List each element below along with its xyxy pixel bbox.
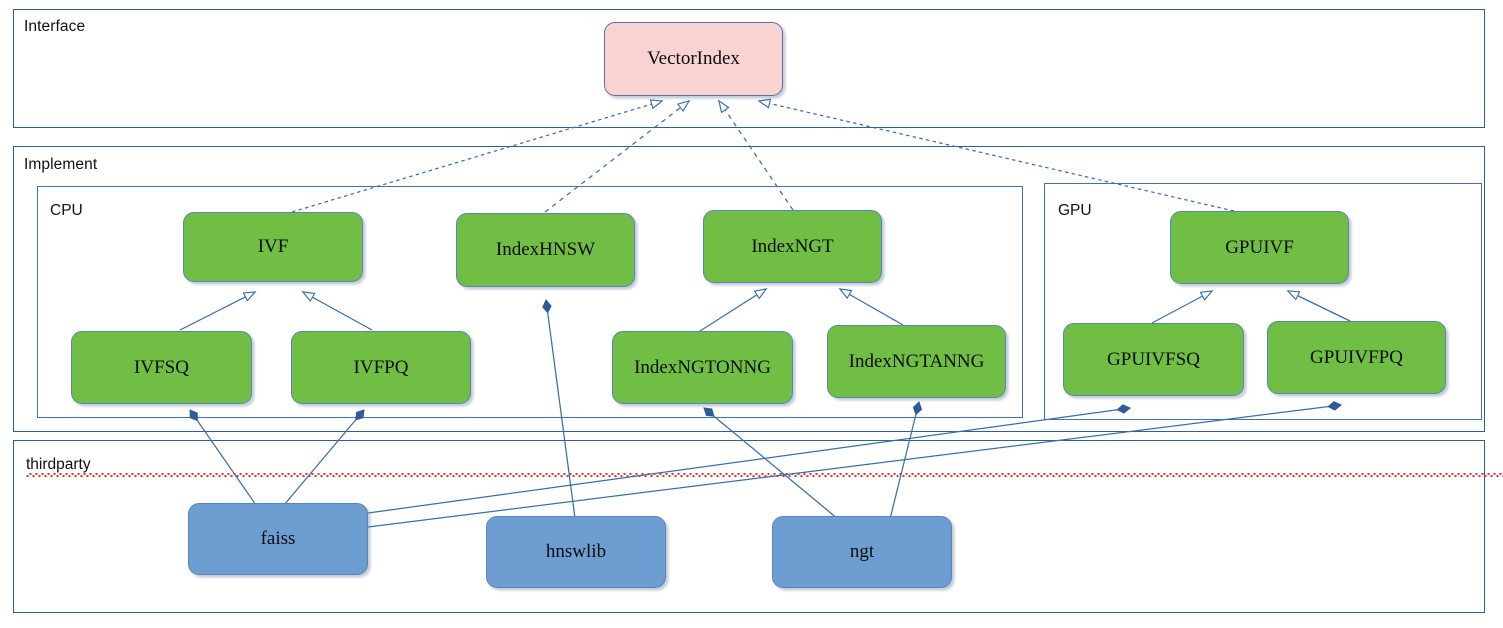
node-ngt-label: ngt	[849, 541, 875, 563]
node-gpuivf-label: GPUIVF	[1225, 236, 1294, 258]
group-thirdparty-label: thirdparty	[26, 456, 1503, 477]
node-gpuivfsq[interactable]: GPUIVFSQ	[1063, 323, 1244, 396]
node-ivfsq-label: IVFSQ	[134, 356, 189, 378]
node-ivf-label: IVF	[257, 236, 289, 258]
node-gpuivfpq[interactable]: GPUIVFPQ	[1267, 321, 1446, 394]
node-indexngt[interactable]: IndexNGT	[703, 210, 882, 283]
node-indexngtonng-label: IndexNGTONNG	[634, 356, 771, 378]
node-gpuivfpq-label: GPUIVFPQ	[1310, 346, 1403, 368]
node-gpuivf[interactable]: GPUIVF	[1170, 211, 1349, 284]
node-ivfpq-label: IVFPQ	[353, 356, 409, 378]
subgroup-cpu-label: CPU	[50, 202, 83, 219]
group-interface-label: Interface	[24, 18, 86, 35]
group-implement-label: Implement	[24, 156, 98, 173]
node-ivfsq[interactable]: IVFSQ	[71, 331, 252, 404]
node-hnswlib[interactable]: hnswlib	[486, 516, 666, 588]
node-faiss-label: faiss	[260, 528, 296, 550]
node-indexngtanng[interactable]: IndexNGTANNG	[827, 325, 1006, 398]
node-vectorindex-label: VectorIndex	[647, 48, 740, 70]
node-indexngt-label: IndexNGT	[751, 235, 834, 257]
node-ivf[interactable]: IVF	[183, 212, 363, 282]
node-vectorindex[interactable]: VectorIndex	[604, 22, 783, 96]
node-faiss[interactable]: faiss	[188, 503, 368, 575]
node-indexhnsw-label: IndexHNSW	[495, 239, 596, 261]
node-indexhnsw[interactable]: IndexHNSW	[456, 213, 635, 287]
node-ngt[interactable]: ngt	[772, 516, 952, 588]
node-indexngtonng[interactable]: IndexNGTONNG	[612, 331, 793, 404]
node-gpuivfsq-label: GPUIVFSQ	[1107, 348, 1200, 370]
node-indexngtanng-label: IndexNGTANNG	[848, 350, 985, 372]
node-ivfpq[interactable]: IVFPQ	[291, 331, 471, 404]
subgroup-gpu-label: GPU	[1058, 202, 1092, 219]
node-hnswlib-label: hnswlib	[545, 541, 607, 563]
